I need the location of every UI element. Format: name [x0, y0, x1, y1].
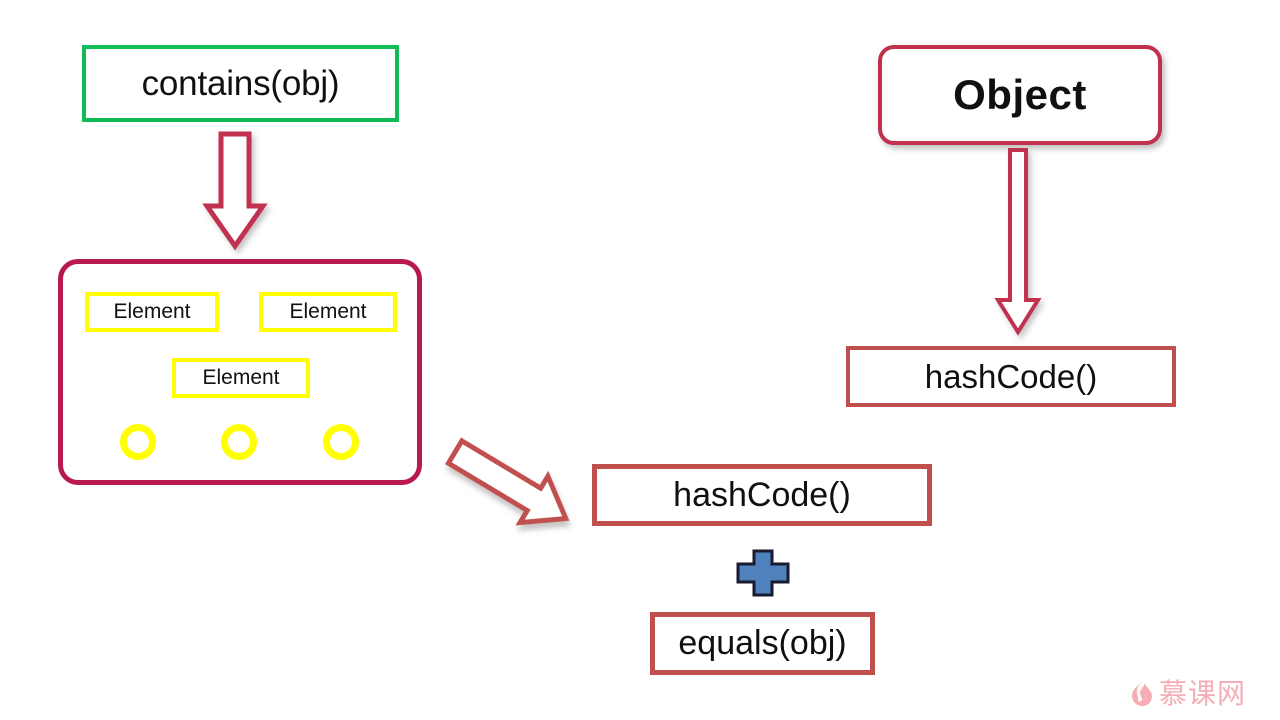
hashcode-center-label: hashCode() — [673, 475, 851, 514]
hashcode-center-box: hashCode() — [592, 464, 932, 526]
plus-icon — [736, 549, 790, 597]
element-circle-icon — [221, 424, 257, 460]
equals-method-box: equals(obj) — [650, 612, 875, 675]
element-box: Element — [85, 292, 219, 332]
element-circle-icon — [323, 424, 359, 460]
equals-method-label: equals(obj) — [678, 624, 847, 662]
hashcode-right-label: hashCode() — [924, 357, 1098, 395]
element-label: Element — [202, 366, 280, 389]
object-class-box: Object — [878, 45, 1162, 145]
arrow-collection-to-hashcode-icon — [445, 437, 570, 526]
flame-icon — [1132, 678, 1152, 706]
contains-method-label: contains(obj) — [141, 63, 340, 103]
hashcode-right-box: hashCode() — [846, 346, 1176, 407]
arrow-object-to-hashcode-icon — [994, 148, 1042, 336]
object-class-label: Object — [953, 71, 1087, 118]
contains-method-box: contains(obj) — [82, 45, 399, 122]
element-circle-icon — [120, 424, 156, 460]
element-box: Element — [172, 358, 310, 398]
element-label: Element — [289, 300, 367, 323]
watermark-text: 慕课网 — [1159, 677, 1247, 710]
watermark: 慕课网 — [1128, 672, 1268, 712]
arrow-contains-to-collection-icon — [202, 131, 268, 251]
element-box: Element — [259, 292, 397, 332]
element-label: Element — [113, 300, 191, 323]
